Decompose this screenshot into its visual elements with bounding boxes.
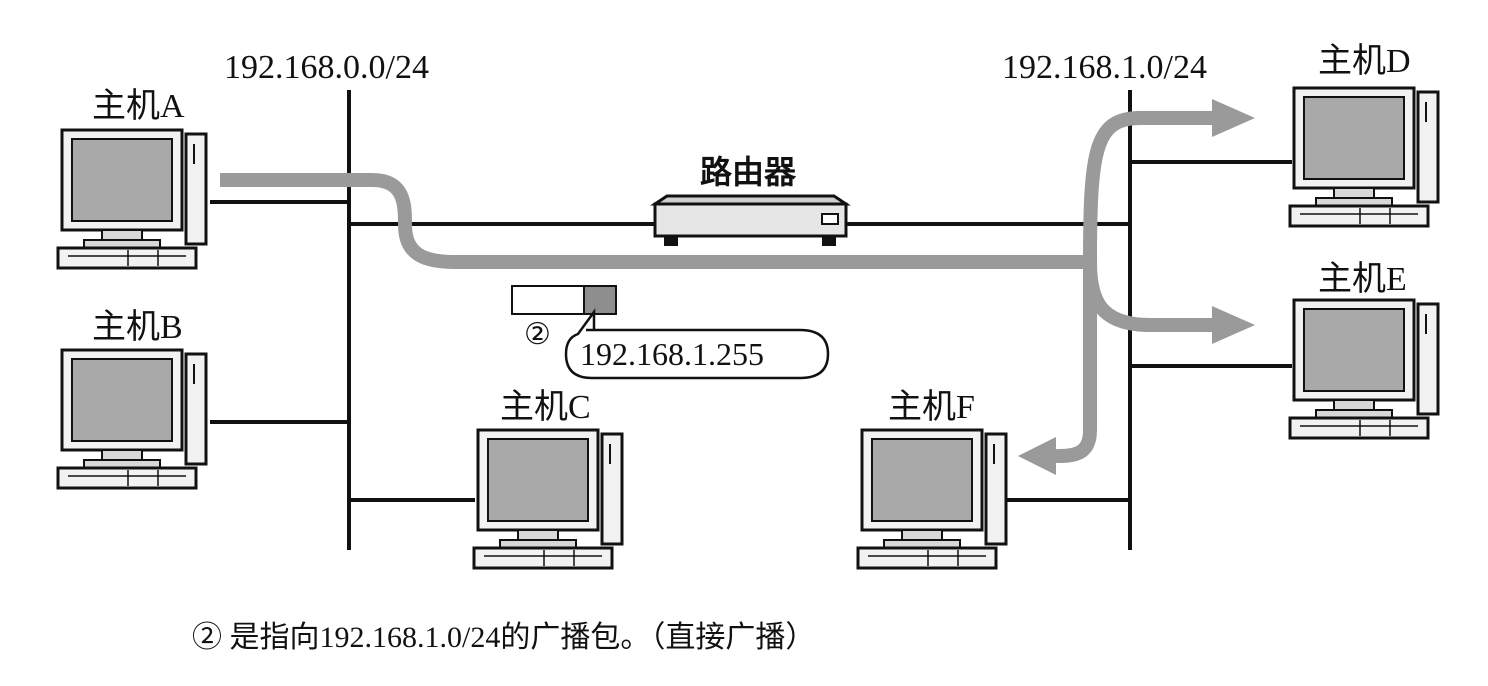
host-c-computer-icon xyxy=(472,428,624,570)
arrow-to-host-f xyxy=(1018,437,1056,475)
packet-icon xyxy=(511,285,617,315)
packet-destination-address: 192.168.1.255 xyxy=(580,336,764,372)
host-f-computer-icon xyxy=(856,428,1008,570)
router-icon xyxy=(650,194,851,246)
packet-marker: ② xyxy=(524,318,551,351)
router-label: 路由器 xyxy=(700,154,797,190)
address-callout-bubble xyxy=(564,308,830,380)
network-label-right: 192.168.1.0/24 xyxy=(1002,49,1207,86)
host-e-label: 主机E xyxy=(1318,260,1407,298)
host-e-computer-icon xyxy=(1288,298,1440,440)
arrow-to-host-d xyxy=(1212,99,1255,137)
figure-caption: ② 是指向192.168.1.0/24的广播包。（直接广播） xyxy=(192,621,816,654)
network-label-left: 192.168.0.0/24 xyxy=(224,49,429,86)
host-d-computer-icon xyxy=(1288,86,1440,228)
host-d-label: 主机D xyxy=(1318,42,1411,80)
host-f-label: 主机F xyxy=(888,388,975,426)
host-a-computer-icon xyxy=(56,128,208,270)
host-a-label: 主机A xyxy=(92,87,185,125)
host-c-label: 主机C xyxy=(500,388,591,426)
broadcast-path xyxy=(220,111,1215,463)
host-b-computer-icon xyxy=(56,348,208,490)
host-b-label: 主机B xyxy=(92,308,183,346)
arrow-to-host-e xyxy=(1212,306,1255,344)
